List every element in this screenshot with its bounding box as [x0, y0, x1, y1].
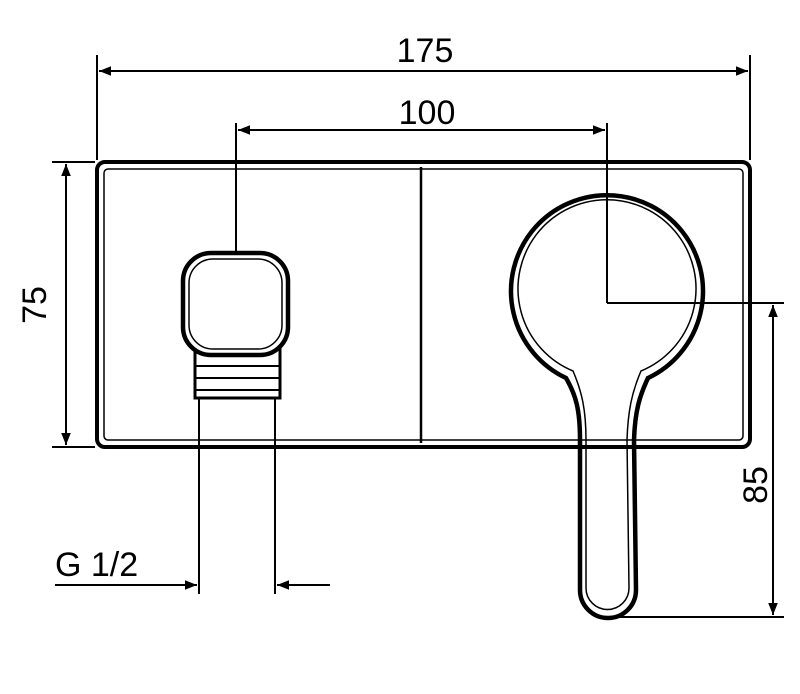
- knob-stem: [193, 348, 282, 400]
- dim-label-175: 175: [397, 32, 454, 70]
- dimension-handle-drop: [620, 305, 784, 618]
- mixer-lever: [508, 192, 706, 621]
- dim-label-connection: G 1/2: [55, 546, 138, 584]
- wall-plate: [95, 160, 752, 449]
- dim-label-85: 85: [737, 466, 775, 504]
- dim-label-75: 75: [16, 286, 54, 324]
- dimension-overall-width: [96, 55, 751, 160]
- diverter-knob: [180, 250, 291, 594]
- dim-label-100: 100: [399, 94, 456, 132]
- dimension-handle-spacing: [235, 123, 784, 304]
- dimension-plate-height: [52, 161, 95, 448]
